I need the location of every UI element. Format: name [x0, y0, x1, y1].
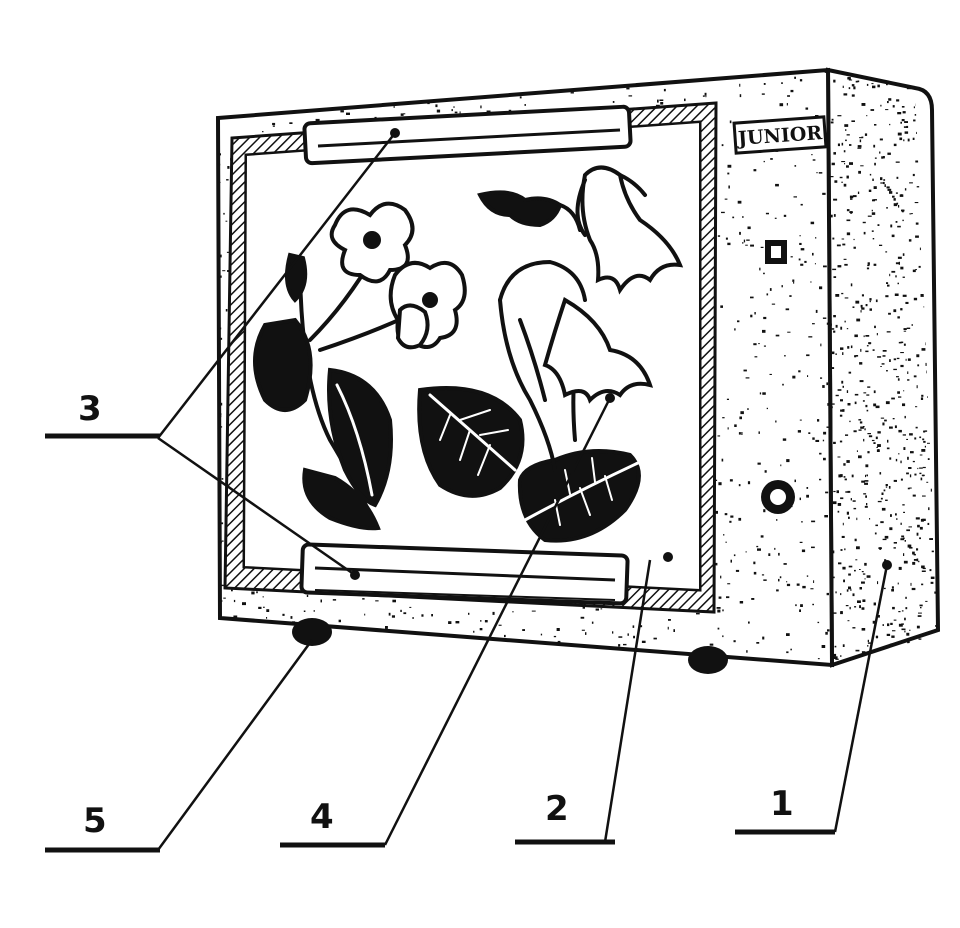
brand-plate: JUNIOR — [732, 115, 828, 155]
display-pane — [242, 120, 701, 592]
power-switch — [765, 240, 787, 264]
plant-specimens — [253, 165, 684, 543]
callout-label-4: 4 — [310, 797, 334, 837]
small-bud — [477, 190, 563, 228]
callout-2: 2 — [515, 789, 615, 845]
callout-4: 4 — [280, 797, 385, 848]
housing-side-panel — [825, 67, 941, 668]
callout-label-5: 5 — [83, 801, 107, 841]
violet-stem — [498, 259, 587, 302]
foot-left — [292, 618, 332, 646]
top-lamp-tube — [302, 104, 633, 166]
callout-3: 3 — [45, 389, 160, 439]
foot-right — [688, 646, 728, 674]
callout-1: 1 — [735, 784, 835, 835]
leader-dots — [350, 128, 892, 580]
leader-lines — [156, 132, 889, 851]
leaf-left-upper — [253, 317, 313, 412]
callout-label-3: 3 — [78, 389, 102, 429]
callout-label-2: 2 — [545, 789, 569, 829]
primrose-flowers — [329, 201, 467, 350]
callout-label-1: 1 — [770, 784, 794, 824]
drooping-flower — [580, 165, 684, 295]
leaf-bottom-left — [302, 467, 381, 531]
bottom-lamp-tube — [299, 542, 630, 606]
callout-5: 5 — [45, 801, 160, 853]
control-knob — [761, 480, 795, 514]
violet-flower — [542, 297, 654, 404]
leaf-center — [417, 386, 525, 498]
